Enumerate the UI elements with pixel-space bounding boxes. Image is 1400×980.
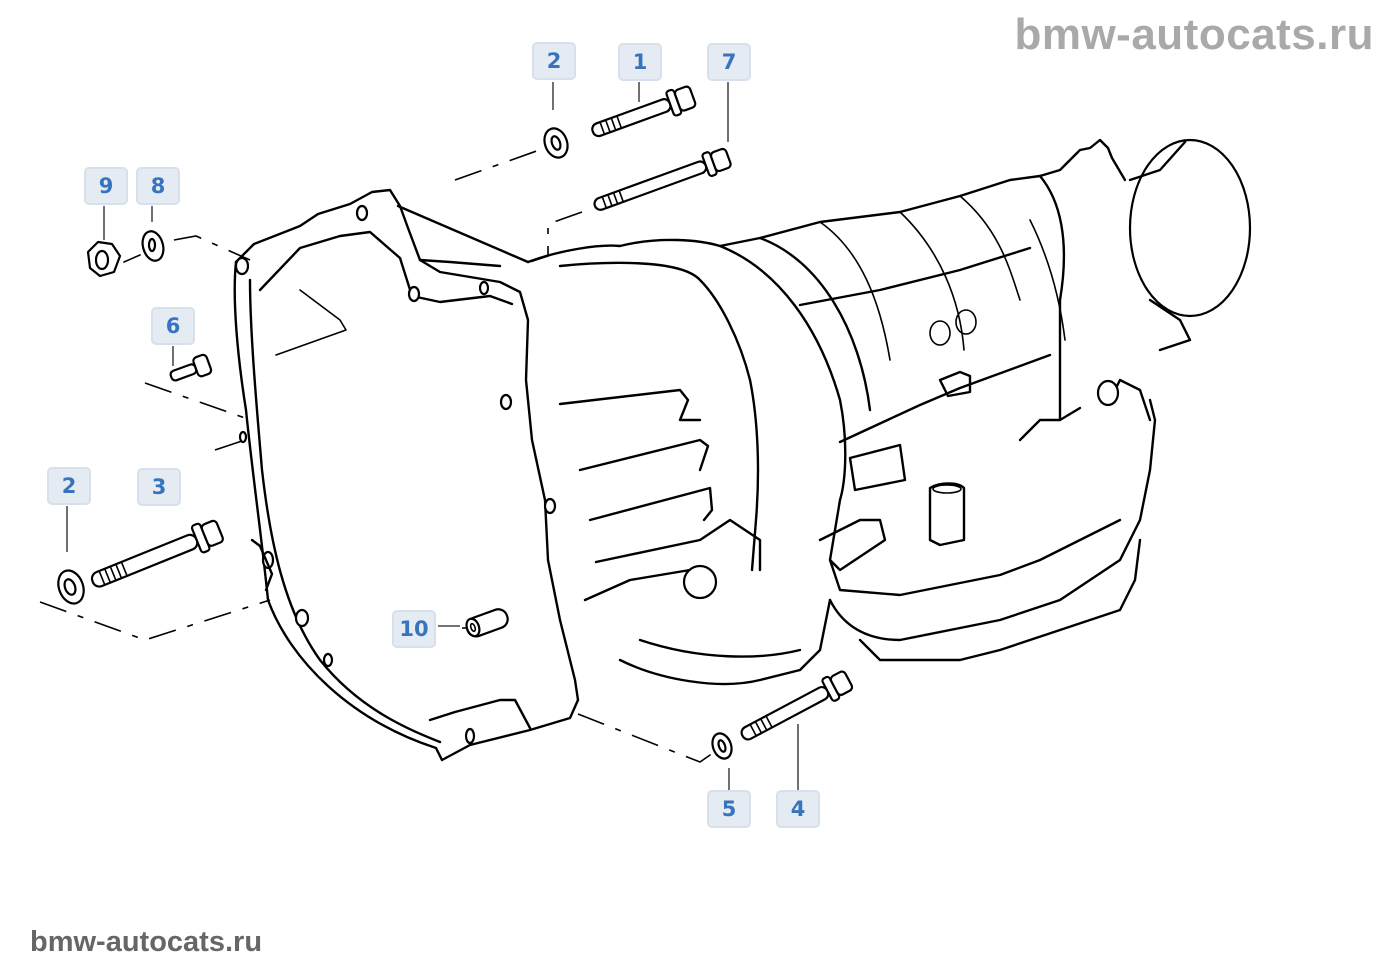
callout-9-nut[interactable]: 9 [84,167,128,205]
callout-1-bolt[interactable]: 1 [618,43,662,81]
callout-2-washer-left[interactable]: 2 [47,467,91,505]
alignment-lines [39,147,721,763]
callout-8-washer[interactable]: 8 [136,167,180,205]
callout-5-washer[interactable]: 5 [707,790,751,828]
bolt-icon [740,670,854,741]
callout-10-sleeve[interactable]: 10 [392,610,436,648]
callout-2-washer-top[interactable]: 2 [532,42,576,80]
leader-lines [66,82,799,790]
watermark-top: bmw-autocats.ru [1014,10,1374,59]
callout-7-long-bolt[interactable]: 7 [707,43,751,81]
washer-icon [711,732,733,760]
washer-icon [543,127,569,159]
transmission-case [526,138,1252,686]
nut-icon [86,240,122,278]
callout-6-short-bolt[interactable]: 6 [151,307,195,345]
bolt-icon [90,519,224,588]
washer-icon [141,230,165,262]
bell-housing [233,188,580,762]
nut-washer-connector [123,254,141,263]
long-bolt-icon [593,147,732,211]
sleeve-icon [465,608,509,638]
washer-icon [57,569,85,605]
callout-3-bolt[interactable]: 3 [137,468,181,506]
bolt-icon [591,85,697,138]
short-bolt-icon [169,353,213,382]
watermark-bottom: bmw-autocats.ru [30,926,263,958]
callout-4-bolt[interactable]: 4 [776,790,820,828]
